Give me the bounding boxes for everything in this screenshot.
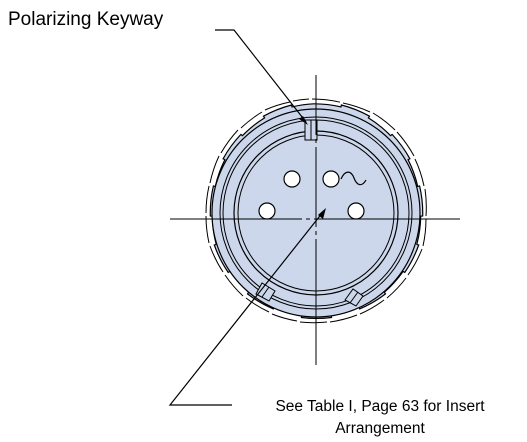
insert-leader-arrowhead [318, 208, 326, 219]
contact-hole-2 [322, 170, 340, 188]
insert-contacts [258, 170, 367, 220]
notch-detail [205, 98, 427, 324]
key-tab-right-divider [349, 291, 359, 304]
contact-hole-1 [283, 170, 301, 188]
insert-arrangement-label-line-1: See Table I, Page 63 for Insert [275, 398, 485, 415]
key-tabs [255, 282, 364, 307]
insert-leader-line [168, 211, 324, 406]
polarizing-keyway-label: Polarizing Keyway [8, 9, 164, 30]
contact-hole-3 [258, 202, 276, 220]
contact-hole-4 [347, 202, 365, 220]
contact-squiggle-mark [340, 171, 367, 186]
keyway-leader-line [215, 29, 307, 123]
key-tab-left-divider [261, 286, 270, 298]
insert-arrangement-label-line-2: Arrangement [335, 420, 425, 437]
keyway-leader-arrowhead [299, 116, 308, 125]
leader-lines [168, 29, 326, 406]
